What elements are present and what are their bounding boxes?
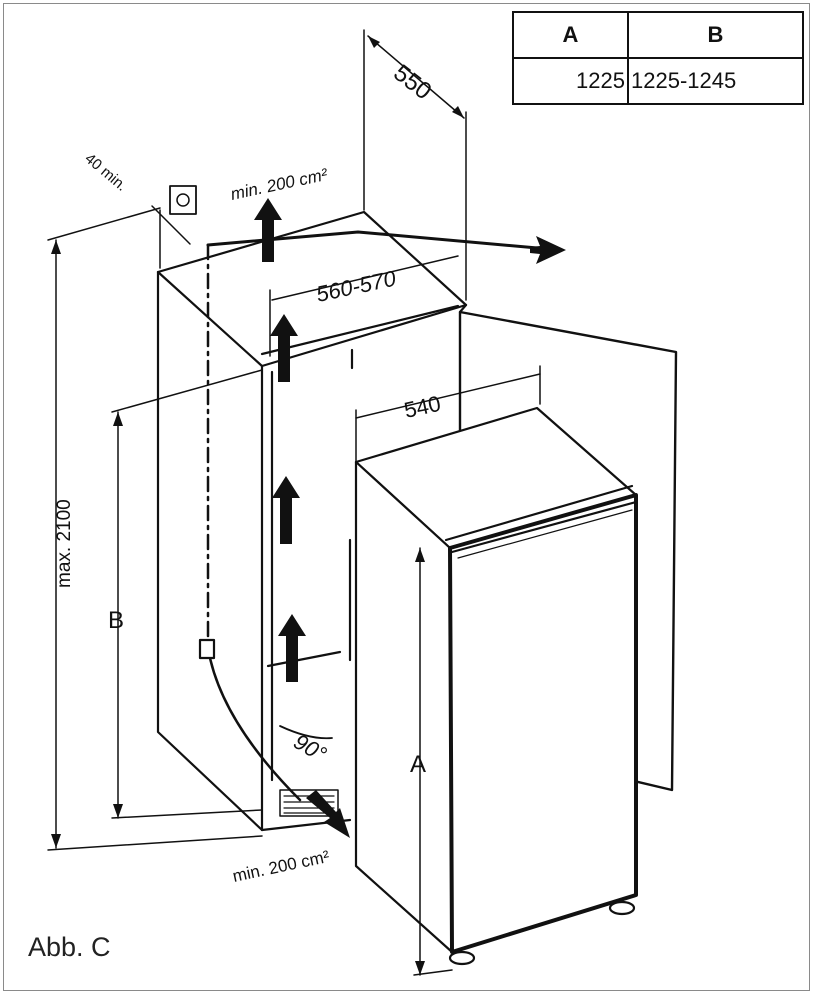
table-row: 1225 1225-1245 — [512, 57, 804, 105]
label-top-vent: min. 200 cm² — [229, 165, 330, 204]
table-header-row: A B — [512, 11, 804, 59]
air-flow-path — [198, 230, 562, 802]
figure-frame — [3, 3, 810, 991]
arrow-up-icon — [270, 314, 298, 382]
dimension-arrowheads — [51, 36, 464, 975]
table-value-a: 1225 — [512, 57, 629, 105]
table-value-b: 1225-1245 — [627, 57, 804, 105]
dimension-table: A B 1225 1225-1245 — [512, 11, 804, 105]
label-niche-height: B — [108, 607, 124, 634]
label-depth: 550 — [388, 59, 436, 105]
arrow-up-icon — [272, 476, 300, 544]
table-header-a: A — [512, 11, 629, 59]
label-appliance-width: 540 — [402, 391, 443, 423]
table-header-b: B — [627, 11, 804, 59]
dimension-lines — [47, 29, 541, 976]
door-angle-arc — [279, 725, 333, 740]
label-appliance-height: A — [410, 751, 426, 778]
label-door-angle: 90° — [290, 729, 331, 767]
arrow-up-icon — [254, 198, 282, 262]
label-clearance: 40 min. — [81, 150, 130, 195]
label-bottom-vent: min. 200 cm² — [231, 847, 331, 886]
label-height-max: max. 2100 — [54, 499, 75, 588]
arrow-right-icon — [530, 236, 566, 264]
ventilation-arrows — [254, 198, 566, 838]
arrow-inlet-icon — [306, 790, 350, 838]
appliance — [354, 406, 638, 966]
niche-cabinet — [156, 210, 468, 832]
figure-caption: Abb. C — [28, 932, 111, 962]
arrow-up-icon — [278, 614, 306, 682]
wall-socket-icon — [169, 185, 197, 215]
